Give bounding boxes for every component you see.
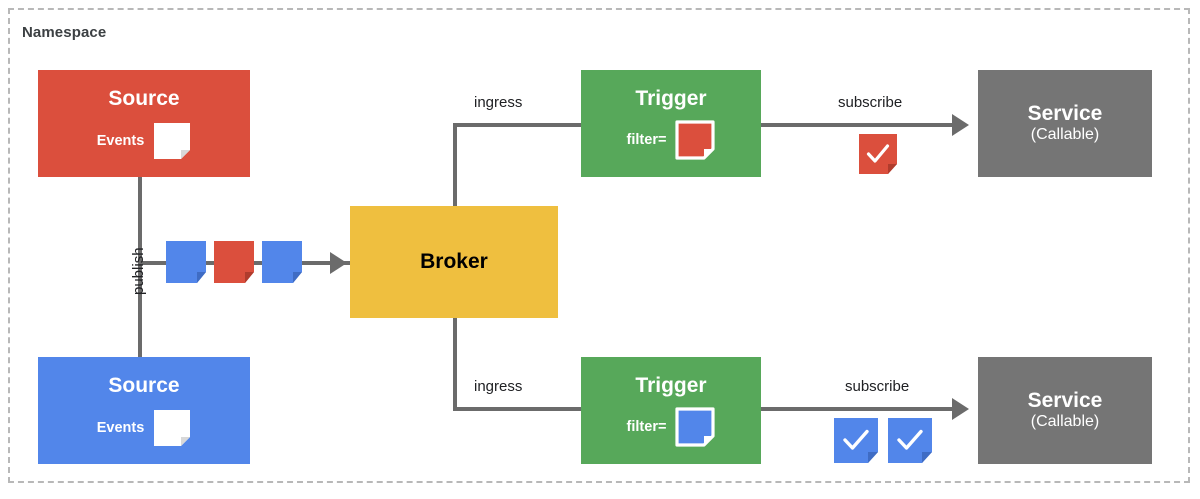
source-red-title: Source [108, 86, 180, 110]
event-document-icon [153, 122, 191, 160]
event-check-document-icon-blue-1 [834, 418, 878, 463]
delivered-bottom-chip-row [834, 418, 932, 463]
source-blue-title: Source [108, 373, 180, 397]
event-check-document-icon-blue-2 [888, 418, 932, 463]
broker-title: Broker [420, 250, 488, 274]
event-document-icon-blue-2 [262, 241, 302, 283]
service-top-title: Service [1027, 102, 1103, 126]
subscribe-bottom-line [760, 407, 960, 411]
source-blue-events-label: Events [96, 420, 145, 437]
publish-event-chip-row [166, 241, 302, 283]
namespace-container [8, 8, 1190, 483]
trigger-bottom-filter-label: filter= [626, 419, 667, 436]
source-red-events-label: Events [96, 133, 145, 150]
subscribe-bottom-edge-label: subscribe [845, 378, 910, 395]
filter-document-icon-blue [675, 407, 716, 447]
namespace-label: Namespace [22, 24, 107, 41]
source-node-blue[interactable]: Source Events [38, 357, 250, 464]
service-bottom-title: Service [1027, 389, 1103, 413]
event-check-document-icon-red [859, 134, 897, 174]
service-top-subtitle: (Callable) [1030, 126, 1100, 144]
ingress-top-edge-label: ingress [474, 94, 523, 111]
publish-arrow-head [330, 252, 347, 274]
trigger-node-top[interactable]: Trigger filter= [581, 70, 761, 177]
event-document-icon-blue-1 [166, 241, 206, 283]
event-document-icon-red [214, 241, 254, 283]
subscribe-bottom-arrow-head [952, 398, 969, 420]
subscribe-top-line [760, 123, 960, 127]
ingress-top-line [453, 123, 583, 127]
subscribe-top-arrow-head [952, 114, 969, 136]
delivered-top-chip-row [859, 134, 897, 174]
event-document-icon [153, 409, 191, 447]
broker-bottom-stub-line [453, 317, 457, 409]
service-node-top[interactable]: Service (Callable) [978, 70, 1152, 177]
service-bottom-subtitle: (Callable) [1030, 413, 1100, 431]
service-node-bottom[interactable]: Service (Callable) [978, 357, 1152, 464]
publish-trunk-line [138, 177, 142, 359]
filter-document-icon-red [675, 120, 716, 160]
publish-edge-label: publish [130, 247, 147, 295]
trigger-bottom-title: Trigger [635, 373, 707, 397]
trigger-node-bottom[interactable]: Trigger filter= [581, 357, 761, 464]
trigger-top-title: Trigger [635, 86, 707, 110]
broker-node[interactable]: Broker [350, 206, 558, 318]
trigger-top-filter-label: filter= [626, 132, 667, 149]
broker-top-stub-line [453, 123, 457, 207]
ingress-bottom-edge-label: ingress [474, 378, 523, 395]
source-node-red[interactable]: Source Events [38, 70, 250, 177]
subscribe-top-edge-label: subscribe [838, 94, 903, 111]
ingress-bottom-line [453, 407, 583, 411]
